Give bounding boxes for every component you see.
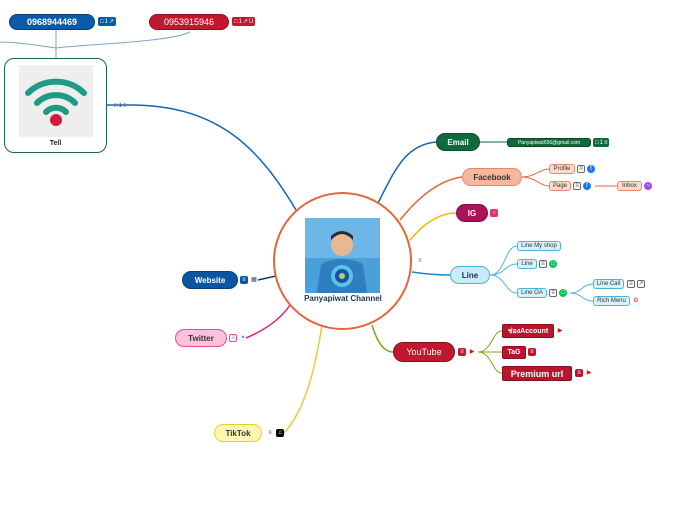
email-label: Email	[447, 137, 469, 147]
wifi-icon	[19, 65, 93, 137]
line-official[interactable]: Line	[517, 259, 537, 269]
line-label: Line	[461, 270, 479, 280]
comment-count: 1	[118, 102, 122, 109]
note-icon[interactable]: ≡	[575, 369, 583, 377]
line-icon[interactable]: □	[559, 289, 567, 297]
tiktok-icon[interactable]: ♫	[276, 429, 284, 437]
phone-number-2: 0953915946	[163, 17, 215, 27]
line-node[interactable]: Line	[450, 266, 490, 284]
note-icon[interactable]: ≡	[229, 334, 237, 342]
email-node[interactable]: Email	[436, 133, 480, 151]
note-icon[interactable]: ≡	[627, 280, 635, 288]
facebook-icon[interactable]: f	[587, 165, 595, 173]
note-icon[interactable]: ≡	[573, 182, 581, 190]
phone-node-2[interactable]: 0953915946	[149, 14, 229, 30]
phone-number-1: 0968944469	[26, 17, 78, 27]
comment-count: 1	[238, 18, 242, 25]
email-address[interactable]: Panyapiwat656@gmail.com	[507, 138, 591, 147]
comment-icon: □	[114, 102, 118, 109]
email-badges: □ 1 ≡	[593, 138, 610, 147]
comment-icon: □	[595, 139, 599, 146]
note-icon[interactable]: ≡	[122, 102, 127, 109]
external-link-icon[interactable]: ↗	[242, 19, 248, 25]
twitter-label: Twitter	[188, 333, 214, 343]
ig-label: IG	[467, 208, 477, 218]
twitter-node[interactable]: Twitter	[175, 329, 227, 347]
note-icon[interactable]: ≡	[528, 348, 536, 356]
youtube-tag[interactable]: TaG	[502, 346, 526, 359]
comment-icon: □	[234, 18, 238, 25]
instagram-icon[interactable]: ○	[490, 209, 498, 217]
phone2-badges: □ 1 ↗ U	[232, 17, 256, 26]
website-image-icon[interactable]: ▦	[251, 277, 257, 283]
profile-photo	[305, 218, 380, 293]
note-icon[interactable]: ≡	[268, 430, 272, 436]
facebook-node[interactable]: Facebook	[462, 168, 522, 186]
twitter-icon[interactable]: ✦	[240, 335, 246, 341]
comment-icon: □	[100, 18, 104, 25]
tell-label: Tell	[49, 140, 62, 147]
youtube-premium-url[interactable]: Premium url	[502, 366, 572, 381]
youtube-node[interactable]: YouTube	[393, 342, 455, 362]
note-icon[interactable]: ≡	[240, 276, 248, 284]
facebook-profile[interactable]: Profile	[549, 164, 575, 174]
extra-badge: U	[249, 18, 254, 25]
tell-badges: □ 1 ≡	[112, 101, 128, 110]
facebook-label: Facebook	[473, 172, 511, 182]
center-title: Panyapiwat Channel	[304, 294, 382, 303]
line-myshop[interactable]: Line My shop	[517, 241, 561, 251]
note-icon[interactable]: ≡	[418, 258, 422, 264]
facebook-inbox[interactable]: Inbox	[617, 181, 642, 191]
comment-count: 1	[104, 18, 108, 25]
youtube-icon[interactable]: ▶	[557, 328, 563, 334]
line-icon[interactable]: □	[549, 260, 557, 268]
facebook-icon[interactable]: f	[583, 182, 591, 190]
facebook-page[interactable]: Page	[549, 181, 571, 191]
note-icon[interactable]: ≡	[603, 139, 608, 146]
messenger-icon[interactable]: ~	[644, 182, 652, 190]
website-node[interactable]: Website	[182, 271, 238, 289]
youtube-account[interactable]: ช่องAccount	[502, 324, 554, 338]
youtube-icon[interactable]: ▶	[586, 370, 592, 376]
note-icon[interactable]: ≡	[458, 348, 466, 356]
phone1-badges: □ 1 ↗	[98, 17, 116, 26]
note-icon[interactable]: ≡	[549, 289, 557, 297]
youtube-icon[interactable]: ▶	[469, 349, 475, 355]
note-icon[interactable]: ≡	[539, 260, 547, 268]
youtube-label: YouTube	[406, 347, 442, 357]
google-icon[interactable]: G	[633, 298, 639, 304]
ig-node[interactable]: IG	[456, 204, 488, 222]
line-oa[interactable]: Line OA	[517, 288, 547, 298]
tiktok-node[interactable]: TikTok	[214, 424, 262, 442]
external-link-icon[interactable]: ↗	[637, 280, 645, 288]
line-call[interactable]: Line Call	[593, 279, 624, 289]
line-rich-menu[interactable]: Rich Menu	[593, 296, 630, 306]
comment-count: 1	[599, 139, 603, 146]
note-icon[interactable]: ≡	[577, 165, 585, 173]
website-label: Website	[194, 275, 226, 285]
phone-node-1[interactable]: 0968944469	[9, 14, 95, 30]
tiktok-label: TikTok	[225, 428, 251, 438]
external-link-icon[interactable]: ↗	[108, 19, 114, 25]
